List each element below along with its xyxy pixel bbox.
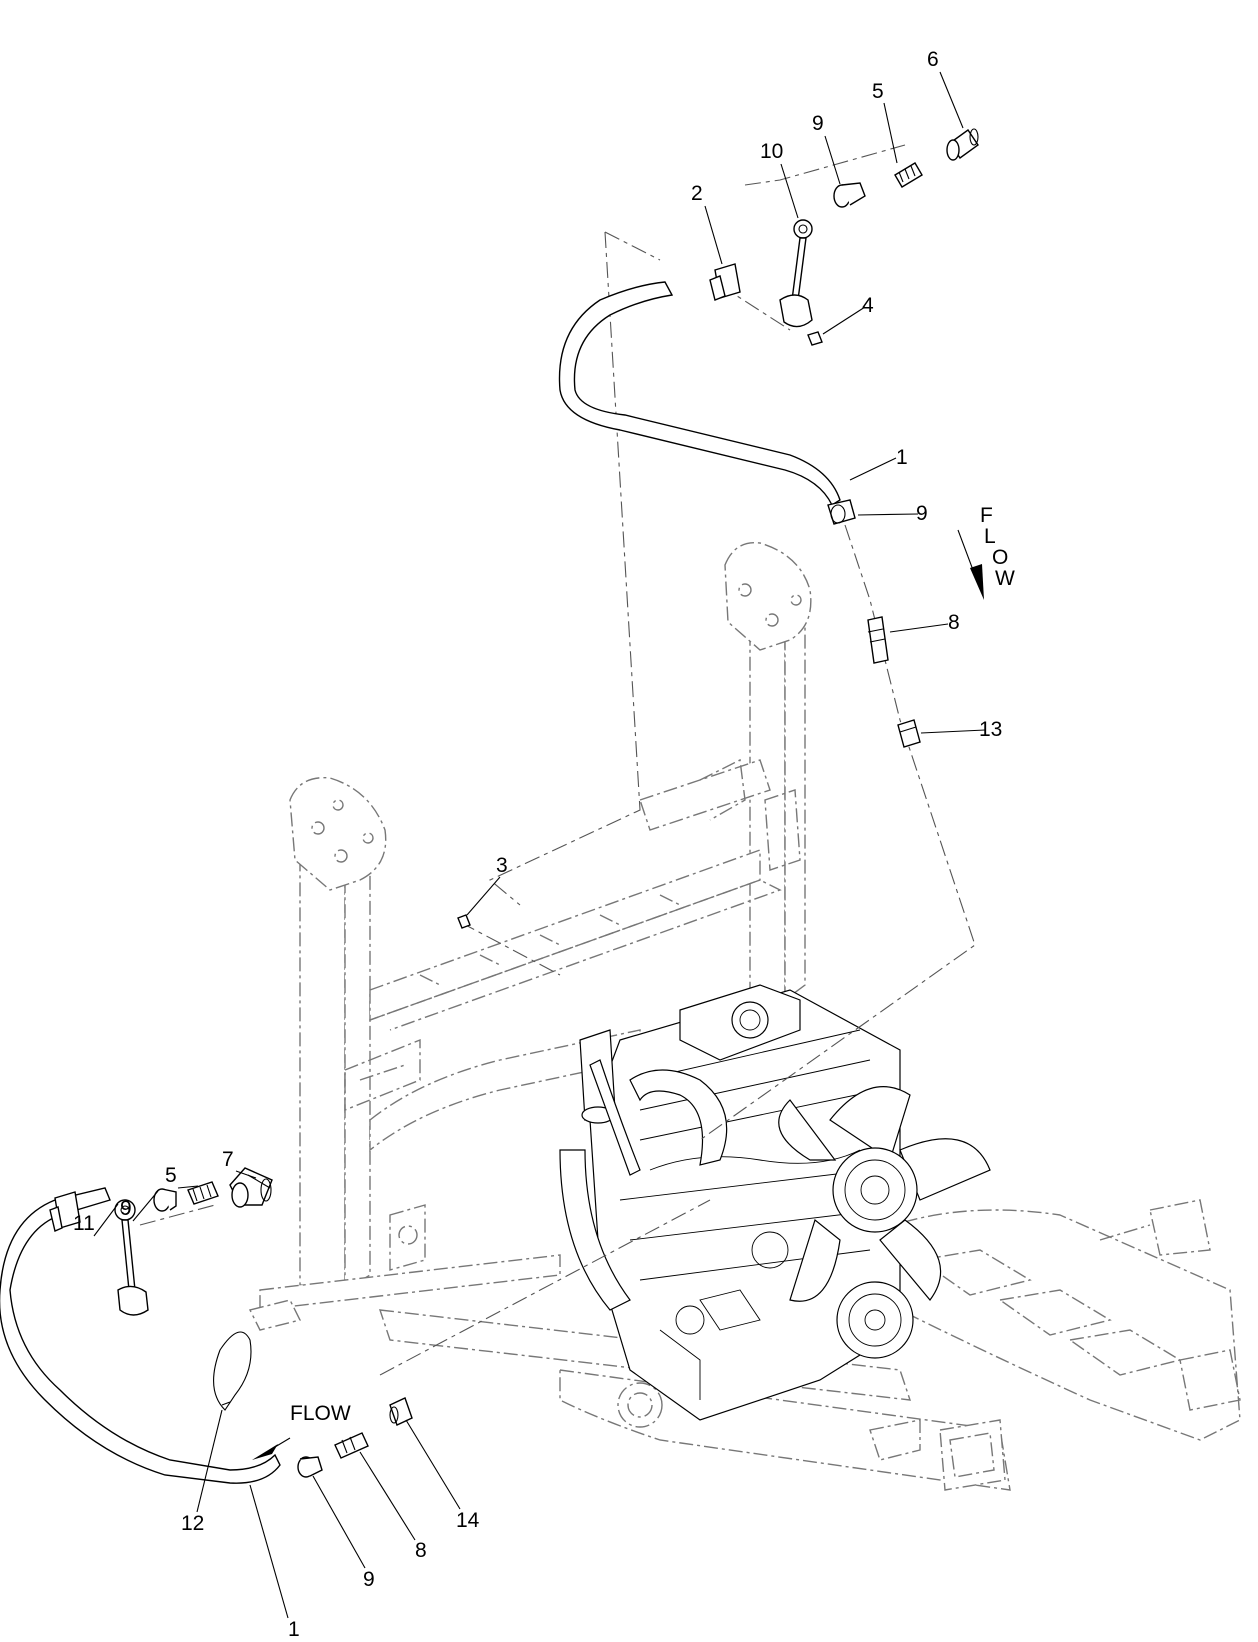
callout-9-mid: 9 (916, 502, 928, 525)
callout-5-upper: 5 (872, 80, 884, 103)
callout-9-lower-left: 9 (120, 1197, 132, 1220)
flow-letter-f: F (980, 504, 993, 527)
flow-letter-o: O (992, 546, 1008, 569)
hose-clamp-9-lower-left (153, 1188, 177, 1212)
lower-hose (0, 1187, 281, 1484)
quick-coupler-6 (946, 128, 979, 161)
engine-fan (778, 1086, 991, 1302)
callout-7: 7 (222, 1148, 234, 1171)
callout-3: 3 (496, 854, 508, 877)
assembly-lines (139, 144, 976, 1376)
callout-5-lower: 5 (165, 1164, 177, 1187)
bolt-4 (807, 331, 823, 346)
adapter-fitting-13 (897, 719, 921, 748)
lanyard-cap-11 (114, 1199, 149, 1316)
callout-8-lower: 8 (415, 1539, 427, 1562)
quick-coupler-7 (229, 1167, 273, 1208)
flow-letter-l: L (984, 525, 996, 548)
callout-8-upper: 8 (948, 611, 960, 634)
callout-13: 13 (979, 718, 1002, 741)
hose-clamp-9-upper (833, 182, 866, 208)
upper-hose-assembly (457, 128, 979, 929)
hose-barb-5-lower (187, 1181, 219, 1205)
callout-9-upper: 9 (812, 112, 824, 135)
adapter-fitting-14 (389, 1397, 413, 1426)
hose-fitting-8-lower (334, 1432, 369, 1459)
callout-1-lower: 1 (288, 1618, 300, 1641)
bolt-3 (457, 914, 471, 929)
machine-frame (248, 541, 1241, 1491)
lanyard-cap-10 (779, 219, 813, 328)
callout-14: 14 (456, 1509, 480, 1532)
flow-indicator-lower: FLOW (252, 1402, 351, 1460)
lower-hose-assembly (0, 1167, 413, 1484)
callout-labels: 6 5 9 10 2 4 1 9 8 13 3 7 5 9 11 12 14 8… (73, 48, 1002, 1641)
callout-10: 10 (760, 140, 783, 163)
lower-hose-clamp (49, 1191, 81, 1232)
leader-lines (93, 71, 986, 1619)
hose-clamp-9-lower (297, 1456, 323, 1478)
hose-clamp-9-mid (827, 499, 856, 525)
engine-assembly (559, 984, 991, 1421)
flow-letter-w: W (995, 567, 1015, 590)
flow-label-horizontal: FLOW (290, 1402, 351, 1425)
callout-9-lower: 9 (363, 1568, 375, 1591)
hose-clamp-2 (709, 263, 741, 301)
callout-11: 11 (73, 1212, 95, 1235)
callout-4: 4 (862, 294, 874, 317)
flow-indicator-upper: F L O W (957, 504, 1015, 600)
callout-1-upper: 1 (896, 446, 908, 469)
callout-6: 6 (927, 48, 939, 71)
callout-2: 2 (691, 182, 703, 205)
hose-fitting-8-upper (867, 616, 889, 664)
hose-barb-5-upper (894, 162, 923, 188)
cable-tie-12 (213, 1331, 252, 1411)
callout-12: 12 (181, 1512, 204, 1535)
